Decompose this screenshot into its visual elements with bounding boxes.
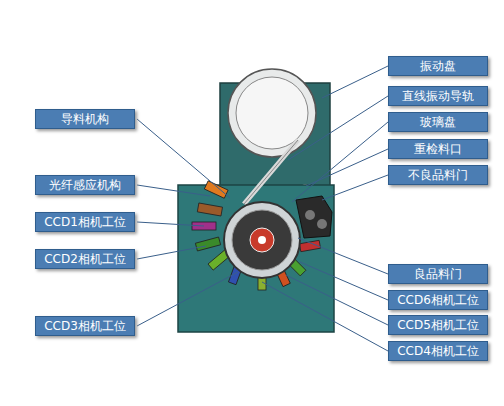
callout-box: 振动盘 xyxy=(388,56,488,76)
callout-label: CCD2相机工位 xyxy=(42,251,128,267)
callout-label: 不良品料门 xyxy=(395,167,481,183)
callout-box: 光纤感应机构 xyxy=(35,175,135,195)
callout-box: CCD3相机工位 xyxy=(35,316,135,336)
callout-label: CCD3相机工位 xyxy=(42,318,128,334)
callout-label: CCD5相机工位 xyxy=(395,317,481,333)
callout-label: 良品料门 xyxy=(395,266,481,282)
callout-label: 重检料口 xyxy=(395,141,481,157)
callout-box: CCD1相机工位 xyxy=(35,212,135,232)
callout-box: 重检料口 xyxy=(388,139,488,159)
callout-box: 不良品料门 xyxy=(388,165,488,185)
callout-box: CCD4相机工位 xyxy=(388,341,488,361)
callout-label: CCD4相机工位 xyxy=(395,343,481,359)
callout-box: CCD6相机工位 xyxy=(388,290,488,310)
callout-box: 导料机构 xyxy=(35,109,135,129)
callout-box: CCD5相机工位 xyxy=(388,315,488,335)
callout-label: 光纤感应机构 xyxy=(42,177,128,193)
callout-label: 玻璃盘 xyxy=(395,114,481,130)
callout-label: CCD1相机工位 xyxy=(42,214,128,230)
callout-label: CCD6相机工位 xyxy=(395,292,481,308)
callout-box: 玻璃盘 xyxy=(388,112,488,132)
callout-box: 直线振动导轨 xyxy=(388,86,488,106)
callout-label: 直线振动导轨 xyxy=(395,88,481,104)
callout-label: 导料机构 xyxy=(42,111,128,127)
callout-label: 振动盘 xyxy=(395,58,481,74)
callout-box: CCD2相机工位 xyxy=(35,249,135,269)
callout-box: 良品料门 xyxy=(388,264,488,284)
